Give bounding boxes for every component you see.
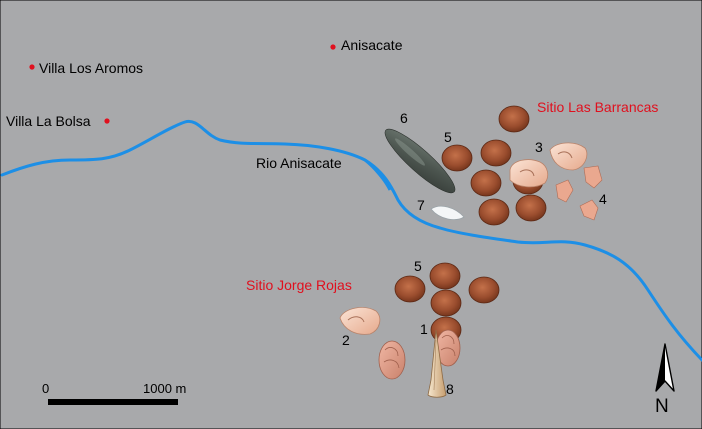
scale-bar-start-label: 0 xyxy=(42,381,49,396)
site-label-jorge-rojas: Sitio Jorge Rojas xyxy=(246,277,352,293)
grinding-stone xyxy=(470,169,502,197)
place-label-villa-la-bolsa: Villa La Bolsa xyxy=(6,113,91,129)
pestle-artifact xyxy=(384,128,456,194)
grinding-stone xyxy=(468,276,500,304)
artifact-number-5-jorge-rojas: 5 xyxy=(414,258,422,274)
scale-bar-end-label: 1000 m xyxy=(143,381,186,396)
grinding-stone xyxy=(478,198,510,226)
artifact-number-6: 6 xyxy=(400,110,408,126)
scale-bar: 0 1000 m xyxy=(42,381,186,405)
artifact-number-4: 4 xyxy=(599,191,607,207)
shell-artifact-jorge-rojas xyxy=(339,307,381,335)
artifact-number-7: 7 xyxy=(417,197,425,213)
artifact-number-2: 2 xyxy=(342,332,350,348)
place-marker-anisacate xyxy=(330,44,336,50)
river-bend xyxy=(364,158,392,191)
grinding-stone xyxy=(394,275,426,303)
grinding-stone xyxy=(498,105,530,133)
scale-bar-line xyxy=(48,399,178,405)
snail-shells xyxy=(378,329,461,380)
flake-artifact xyxy=(430,205,465,220)
grinding-stone xyxy=(515,194,547,222)
place-marker-villa-la-bolsa xyxy=(104,118,110,124)
shell-artifacts-barrancas xyxy=(509,142,588,188)
artifact-number-1: 1 xyxy=(420,321,428,337)
north-arrow-icon: N xyxy=(655,343,675,417)
artifact-number-5-barrancas: 5 xyxy=(444,129,452,145)
north-arrow-label: N xyxy=(655,396,669,417)
grinding-stone xyxy=(430,289,462,317)
grinding-stone xyxy=(441,144,473,172)
artifact-number-3: 3 xyxy=(535,139,543,155)
place-label-villa-los-aromos: Villa Los Aromos xyxy=(39,60,143,76)
grinding-stone xyxy=(480,139,512,167)
bone-point xyxy=(427,329,447,398)
place-marker-villa-los-aromos xyxy=(29,64,35,70)
place-label-anisacate: Anisacate xyxy=(341,37,403,53)
site-label-las-barrancas: Sitio Las Barrancas xyxy=(537,99,658,115)
grinding-stone xyxy=(429,262,461,290)
artifact-number-8: 8 xyxy=(446,381,454,397)
shell-fragments xyxy=(555,165,603,221)
river-label: Rio Anisacate xyxy=(256,155,342,171)
